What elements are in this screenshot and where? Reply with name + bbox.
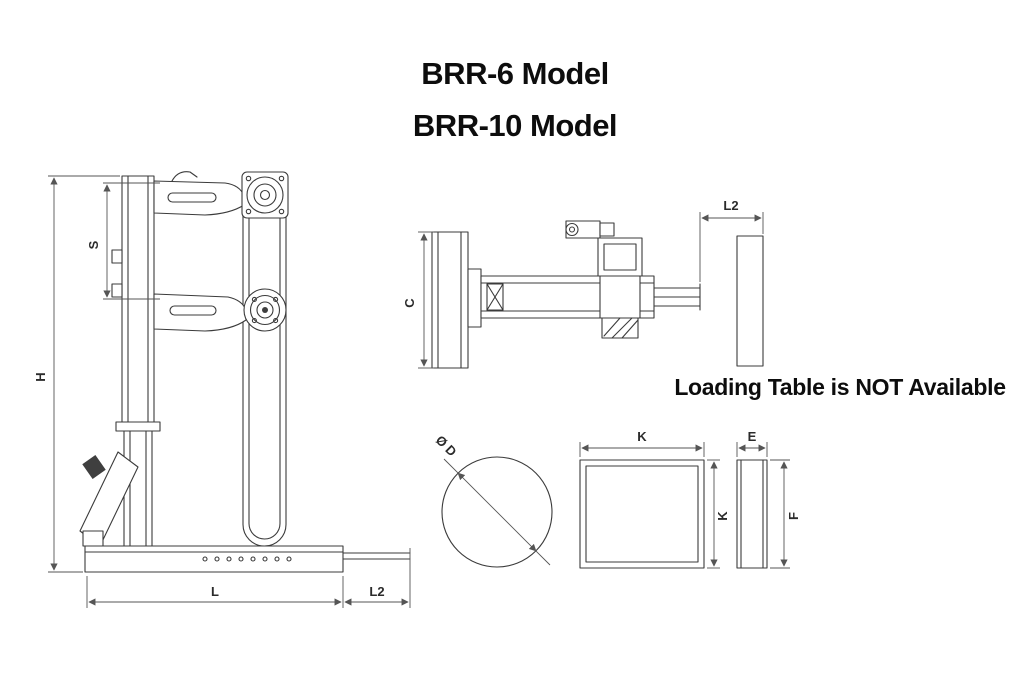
dim-label-l2-side: L2 [369, 584, 384, 599]
side-view-dimensions: H S L L2 [33, 175, 411, 608]
square-detail: K K [579, 429, 730, 569]
dim-label-l2-top: L2 [723, 198, 738, 213]
dim-label-k-top: K [637, 429, 647, 444]
dim-label-c: C [402, 298, 417, 308]
top-view-table [736, 235, 764, 367]
upper-arm [153, 171, 245, 216]
title-line-1: BRR-6 Model [421, 56, 609, 91]
brace-motor [82, 455, 106, 479]
dim-label-f: F [786, 512, 801, 520]
rect-detail: E F [736, 429, 801, 569]
circle-detail: Ø D [433, 432, 553, 568]
dim-label-l: L [211, 584, 219, 599]
top-view-dimensions: C L2 [402, 198, 764, 369]
detail-shapes: Ø D K K [433, 429, 801, 569]
top-view-column [431, 231, 482, 369]
upper-pulley [241, 171, 289, 219]
dim-label-diameter: Ø D [433, 432, 460, 459]
top-view-shaft [653, 283, 701, 311]
lower-pulley [243, 288, 287, 332]
side-view: H S L L2 [33, 171, 411, 608]
dim-label-k-right: K [715, 511, 730, 521]
belt-loop [242, 173, 287, 547]
loading-table-note: Loading Table is NOT Available [674, 374, 1006, 400]
dim-label-e: E [748, 429, 757, 444]
dim-label-s: S [86, 240, 101, 249]
base-plate [82, 530, 411, 573]
page-title: BRR-6 Model BRR-10 Model [330, 48, 700, 152]
top-view: C L2 [402, 198, 764, 369]
title-line-2: BRR-10 Model [412, 108, 618, 143]
dim-label-h: H [33, 372, 48, 381]
top-view-motor [565, 220, 643, 339]
lower-arm [153, 293, 247, 332]
